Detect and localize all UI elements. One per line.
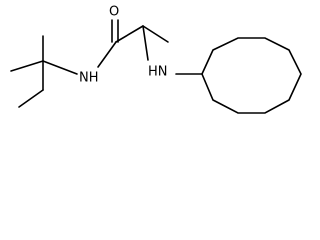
amine-hn-label: HN <box>148 65 168 80</box>
oxygen-label: O <box>109 5 119 20</box>
bond-carbonyl-alpha <box>115 25 144 43</box>
cyclooctane-ring <box>201 37 302 114</box>
bond-alpha-methyl <box>142 25 169 43</box>
bond-carbonyl-amide-n <box>97 41 117 68</box>
bond-ethyl-terminal <box>18 89 44 108</box>
bond-quaternary-methyl-left <box>10 60 44 72</box>
bond-alpha-amine-n <box>142 25 149 61</box>
amide-nh-label: NH <box>79 71 99 86</box>
molecule-structure: O NH HN <box>10 5 302 114</box>
bond-amide-n-quaternary <box>42 60 78 75</box>
